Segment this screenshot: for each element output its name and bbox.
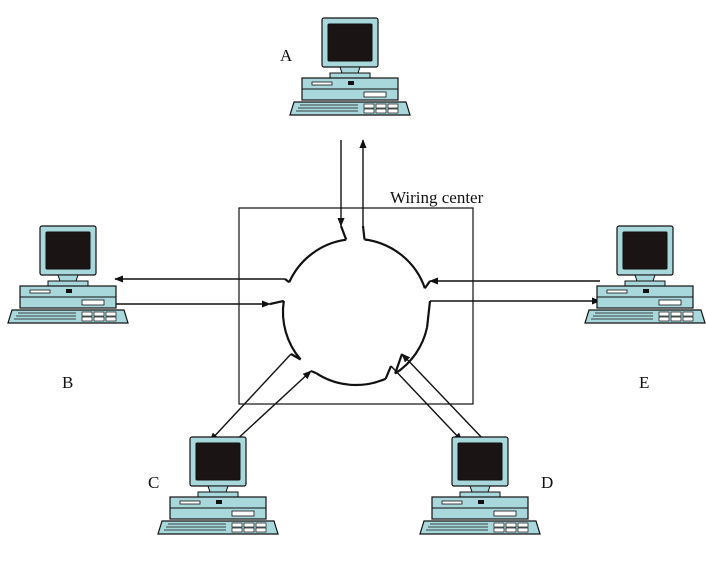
- station-label-c: C: [148, 473, 159, 492]
- station-label-a: A: [280, 46, 293, 65]
- ring-segment-c-b: [281, 300, 302, 361]
- port-d-stub-in: [394, 353, 404, 374]
- port-b-stub-out: [284, 278, 290, 284]
- ring-segment-e-d: [394, 326, 429, 375]
- port-b-stub-in: [269, 299, 285, 306]
- ring-segment-d-c: [315, 372, 387, 387]
- port-e-stub-out: [426, 300, 432, 328]
- station-label-b: B: [62, 373, 73, 392]
- wiring-center-label: Wiring center: [390, 188, 484, 207]
- port-a-stub-out: [361, 225, 366, 240]
- computer-d-icon: [419, 436, 541, 535]
- port-c-stub-out: [290, 353, 302, 361]
- ring-segment-a-e: [364, 238, 426, 289]
- links: [114, 139, 601, 444]
- port-d-stub-out: [384, 365, 393, 380]
- ring: [269, 225, 432, 387]
- link-d-to-ring: [401, 353, 486, 442]
- computer-a-icon: [289, 17, 411, 116]
- port-a-stub-in: [339, 225, 348, 241]
- station-label-d: D: [541, 473, 553, 492]
- link-c-to-ring: [232, 370, 312, 444]
- ring-segment-b-a: [288, 238, 347, 283]
- computer-e-icon: [584, 225, 706, 324]
- link-ring-to-d: [390, 365, 463, 442]
- port-c-stub-in: [310, 369, 317, 375]
- link-ring-to-c: [209, 353, 292, 442]
- computer-c-icon: [157, 436, 279, 535]
- wiring-center-box: [238, 207, 474, 405]
- computer-b-icon: [7, 225, 129, 324]
- station-label-e: E: [639, 373, 649, 392]
- port-e-stub-in: [423, 280, 431, 289]
